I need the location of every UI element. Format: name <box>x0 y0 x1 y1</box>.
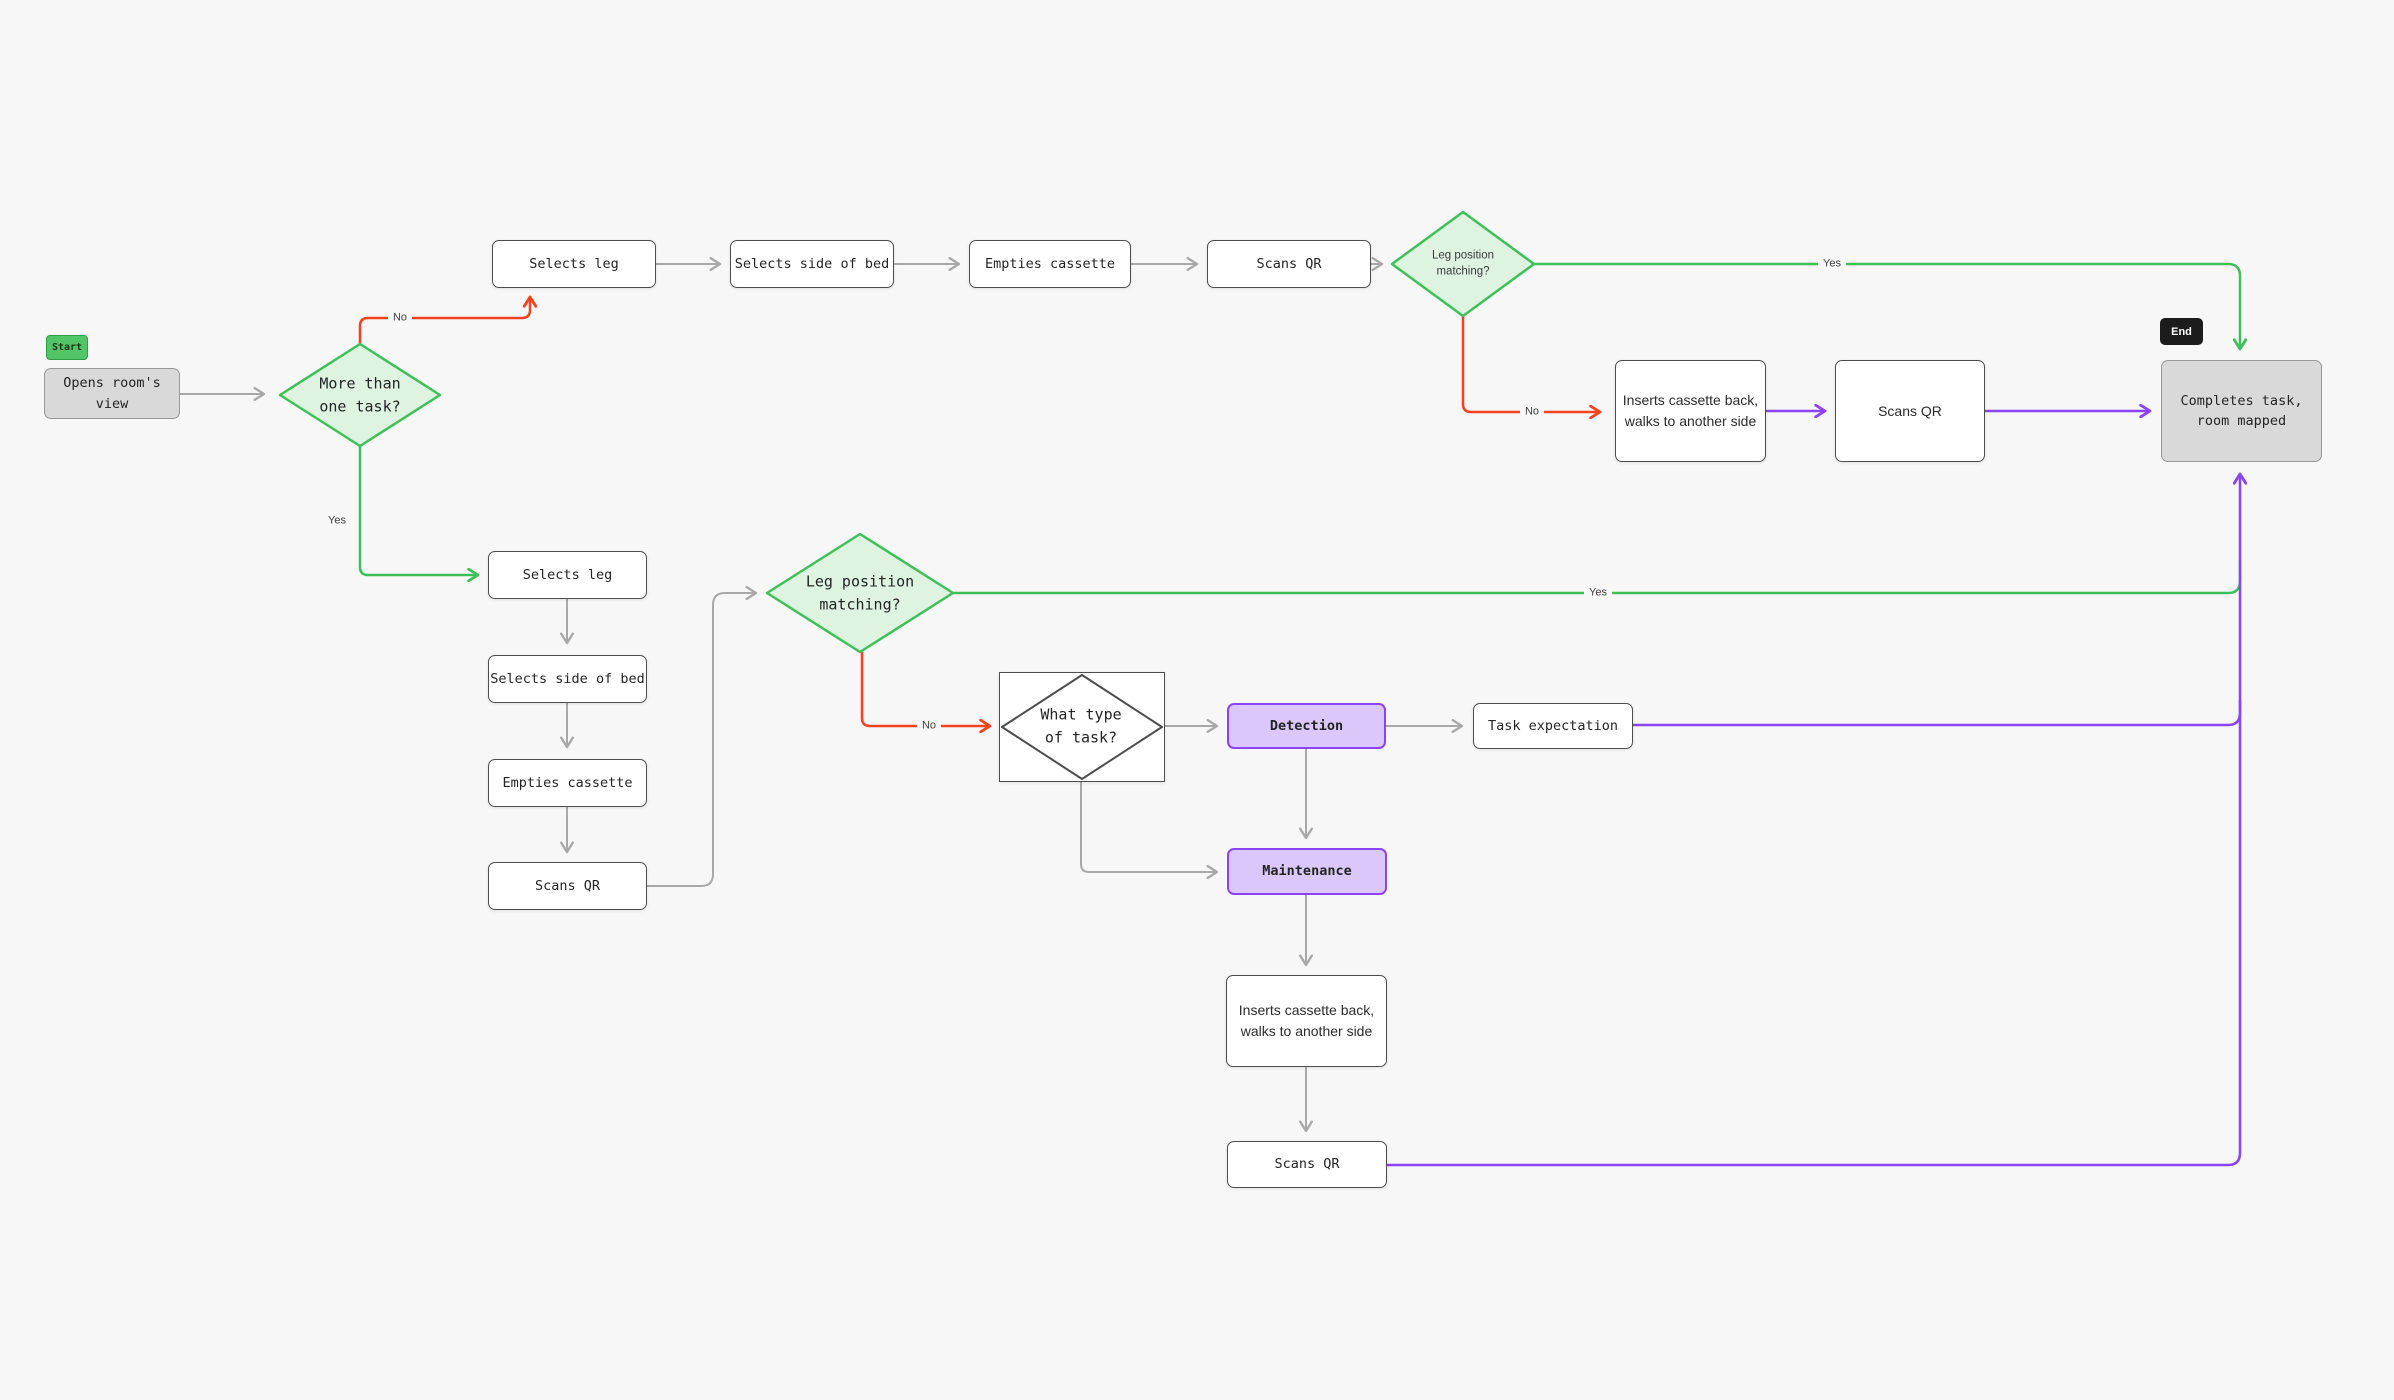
node-opens-room-view[interactable]: Opens room's view <box>44 368 180 419</box>
start-badge[interactable]: Start <box>46 335 88 360</box>
node-selects-side-left[interactable]: Selects side of bed <box>488 655 647 703</box>
edge-no-to-whattype <box>860 652 990 726</box>
node-label: Scans QR <box>534 877 601 894</box>
node-scans-qr-left[interactable]: Scans QR <box>488 862 647 910</box>
decision-more-than-one-task[interactable] <box>278 342 442 448</box>
node-label: Scans QR <box>1274 1156 1340 1173</box>
node-scans-qr-bottom[interactable]: Scans QR <box>1227 1141 1387 1188</box>
node-label: Selects side of bed <box>490 670 645 687</box>
edge-label-yes: Yes <box>1584 586 1612 600</box>
end-badge-label: End <box>2171 325 2192 338</box>
edge-label-no: No <box>916 719 942 733</box>
node-scans-qr-top[interactable]: Scans QR <box>1207 240 1371 288</box>
node-detection[interactable]: Detection <box>1227 703 1386 749</box>
edge-label-yes: Yes <box>323 514 351 528</box>
node-maintenance[interactable]: Maintenance <box>1227 848 1387 895</box>
purple-edges <box>1386 411 2242 1167</box>
edge-label-no: No <box>387 311 413 325</box>
edge-yes-to-completes-top <box>1534 262 2240 349</box>
decision-what-type-of-task[interactable] <box>999 672 1165 782</box>
edge-scansqr2-to-decision <box>647 586 758 887</box>
edge-taskexp-merge <box>1633 700 2242 727</box>
node-label: Selects leg <box>529 255 619 272</box>
node-empties-cassette-left[interactable]: Empties cassette <box>488 759 647 807</box>
edge-yes-to-selectsleg2 <box>358 446 478 575</box>
node-inserts-cassette-bottom[interactable]: Inserts cassette back, walks to another … <box>1226 975 1387 1067</box>
node-label: Opens room's view <box>63 375 161 412</box>
node-empties-cassette-top[interactable]: Empties cassette <box>969 240 1131 288</box>
node-label: Maintenance <box>1262 863 1352 880</box>
node-selects-leg-top[interactable]: Selects leg <box>492 240 656 288</box>
node-scans-qr-mid[interactable]: Scans QR <box>1835 360 1985 462</box>
edge-whattype-to-maintenance <box>1080 778 1219 879</box>
node-label: Scans QR <box>1878 402 1942 419</box>
node-label: Empties cassette <box>984 255 1116 272</box>
node-inserts-cassette-top[interactable]: Inserts cassette back, walks to another … <box>1615 360 1766 462</box>
decision-leg-position-top[interactable] <box>1390 210 1536 318</box>
edge-no-to-inserts1 <box>1461 316 1600 412</box>
node-label: Empties cassette <box>502 774 633 791</box>
start-badge-label: Start <box>51 342 83 353</box>
edge-label-yes: Yes <box>1818 257 1846 271</box>
node-completes-task[interactable]: Completes task, room mapped <box>2161 360 2322 462</box>
end-badge[interactable]: End <box>2160 318 2203 345</box>
node-label: Scans QR <box>1256 255 1322 272</box>
node-label: Inserts cassette back, walks to another … <box>1238 1002 1375 1039</box>
node-label: Selects leg <box>522 566 613 583</box>
node-selects-side-top[interactable]: Selects side of bed <box>730 240 894 288</box>
node-label: Inserts cassette back, walks to another … <box>1622 392 1759 429</box>
node-label: Detection <box>1269 717 1344 734</box>
node-label: Task expectation <box>1487 717 1619 734</box>
node-label: Completes task, room mapped <box>2180 392 2303 429</box>
node-selects-leg-left[interactable]: Selects leg <box>488 551 647 599</box>
decision-leg-position-bottom[interactable] <box>765 532 955 654</box>
edge-no-to-selectsleg1 <box>358 297 530 344</box>
edge-scansqr3-to-completes-bottom <box>1386 474 2240 1167</box>
edge-label-no: No <box>1519 405 1545 419</box>
node-label: Selects side of bed <box>734 255 890 272</box>
node-task-expectation[interactable]: Task expectation <box>1473 703 1633 749</box>
